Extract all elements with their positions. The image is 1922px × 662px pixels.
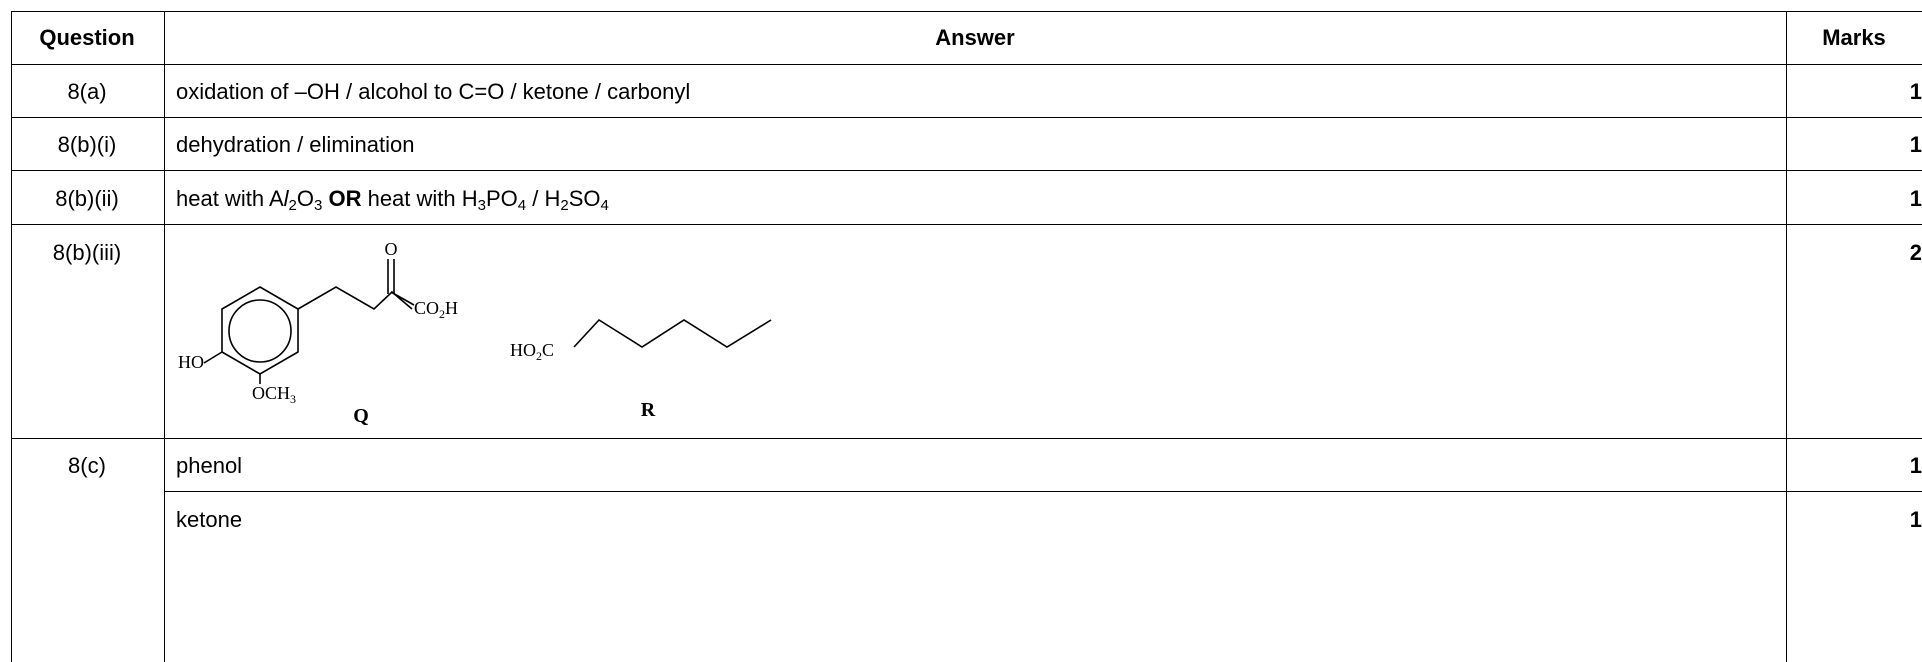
- question-cell: 8(b)(i): [57, 132, 117, 157]
- answer-cell: dehydration / elimination: [176, 132, 415, 157]
- structure-r-label: R: [641, 399, 656, 421]
- marks-cell: 1: [1909, 132, 1922, 157]
- methoxy-label: OCH3: [252, 383, 296, 406]
- side-chain: [297, 286, 413, 310]
- row-border: [11, 170, 1922, 171]
- question-cell: 8(b)(iii): [52, 240, 122, 265]
- structure-q: [203, 259, 415, 384]
- question-cell: 8(b)(ii): [55, 186, 119, 211]
- header-answer: Answer: [935, 25, 1015, 50]
- question-cell: 8(a): [67, 79, 107, 104]
- answer-cell: heat with Al2O3 OR heat with H3PO4 / H2S…: [176, 186, 609, 214]
- header-marks: Marks: [1822, 25, 1886, 50]
- row-border: [11, 117, 1922, 118]
- header-bottom-border: [11, 64, 1922, 65]
- marks-cell: 2: [1909, 240, 1922, 265]
- marks-cell: 1: [1909, 453, 1922, 478]
- header-question: Question: [39, 25, 135, 50]
- table-top-border: [11, 11, 1922, 12]
- acid-bond: [390, 291, 415, 306]
- carboxylic-acid-label: CO2H: [414, 298, 458, 321]
- marks-cell: 1: [1909, 507, 1922, 532]
- answer-cell: oxidation of –OH / alcohol to C=O / keto…: [176, 79, 691, 104]
- marks-column-border: [1786, 11, 1787, 662]
- oxygen-label: O: [385, 239, 398, 259]
- structure-q-label: Q: [353, 405, 369, 427]
- aromatic-circle: [228, 299, 292, 363]
- answer-cell: ketone: [176, 507, 243, 532]
- row-border: [11, 224, 1922, 225]
- question-cell: 8(c): [68, 453, 106, 478]
- structure-r: [573, 318, 772, 348]
- carboxylic-acid-label: HO2C: [510, 340, 554, 363]
- question-column-border: [164, 11, 165, 662]
- structure-diagram: O CO2H HO OCH3 Q HO2C R: [178, 239, 772, 427]
- hydroxyl-label: HO: [178, 352, 204, 372]
- row-border: [164, 491, 1922, 492]
- answer-cell: phenol: [176, 453, 243, 478]
- row-border: [11, 438, 1922, 439]
- marks-cell: 1: [1909, 79, 1922, 104]
- alkyl-chain: [573, 318, 772, 348]
- table-left-border: [11, 11, 12, 662]
- marks-cell: 1: [1909, 186, 1922, 211]
- hydroxyl-bond: [203, 351, 223, 364]
